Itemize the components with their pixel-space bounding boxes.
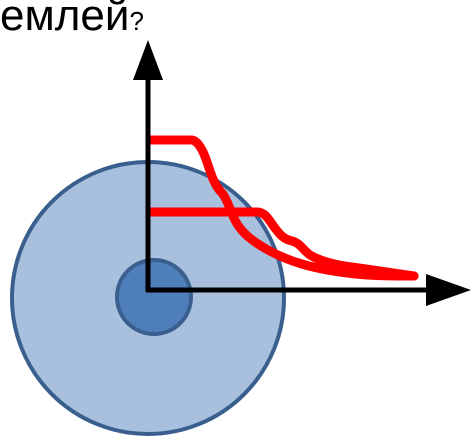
inner-core	[115, 258, 193, 336]
slide-title-text: емлей	[0, 0, 130, 40]
x-axis-arrowhead	[426, 274, 471, 306]
y-axis-arrowhead	[133, 40, 163, 80]
slide-title-suffix: ?	[129, 6, 144, 36]
potential-curve-upper	[145, 135, 419, 281]
slide-title: емлей?	[0, 0, 144, 38]
potential-curve-lower	[145, 207, 419, 281]
